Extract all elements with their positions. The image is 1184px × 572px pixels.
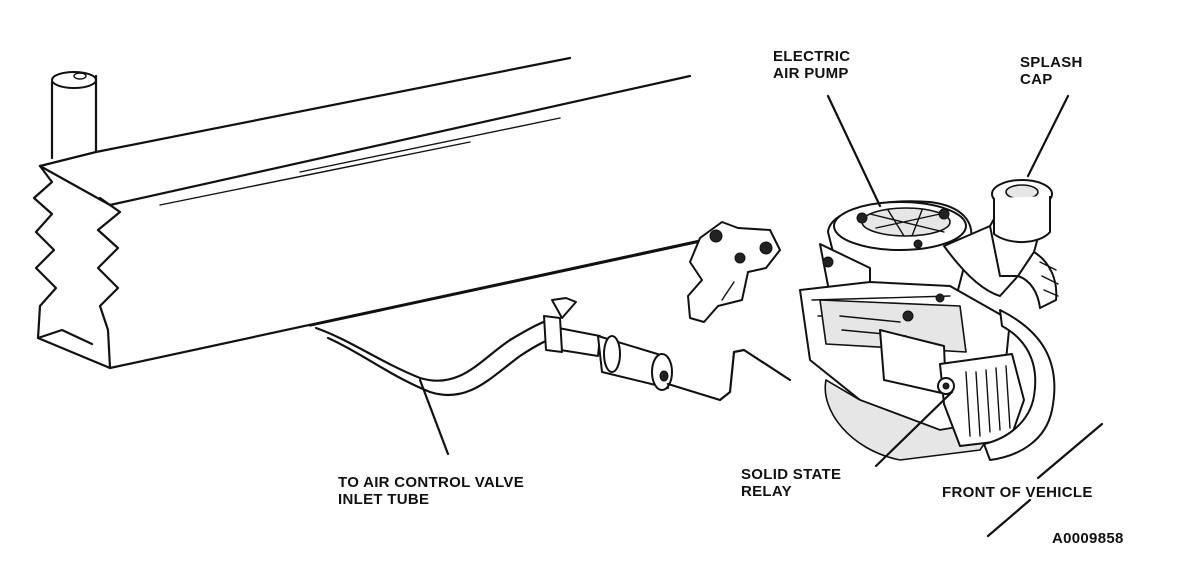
leader-lines <box>418 94 1070 468</box>
label-electric-air-pump-line1: ELECTRIC <box>773 48 851 65</box>
label-electric-air-pump-line2: AIR PUMP <box>773 65 849 82</box>
inlet-hose <box>314 297 792 455</box>
label-air-control-valve-inlet-tube: TO AIR CONTROL VALVE INLET TUBE <box>338 474 524 508</box>
label-air-control-valve-line1: TO AIR CONTROL VALVE <box>338 474 525 491</box>
splash-cap-hose <box>943 179 1059 461</box>
label-front-of-vehicle: FRONT OF VEHICLE <box>942 484 1093 501</box>
label-air-control-valve-line2: INLET TUBE <box>338 491 430 508</box>
label-electric-air-pump: ELECTRIC AIR PUMP <box>773 48 850 82</box>
label-solid-state-relay-line1: SOLID STATE <box>741 466 842 483</box>
label-splash-cap-line2: CAP <box>1020 71 1053 88</box>
electric-air-pump <box>799 200 1025 461</box>
figure-id: A0009858 <box>1052 530 1124 547</box>
label-solid-state-relay-line2: RELAY <box>741 483 792 500</box>
mounting-bracket <box>687 221 781 323</box>
frame-rail <box>32 56 742 370</box>
label-splash-cap: SPLASH CAP <box>1020 54 1083 88</box>
label-splash-cap-line1: SPLASH <box>1020 54 1083 71</box>
front-direction-lines <box>986 422 1104 538</box>
label-solid-state-relay: SOLID STATE RELAY <box>741 466 841 500</box>
